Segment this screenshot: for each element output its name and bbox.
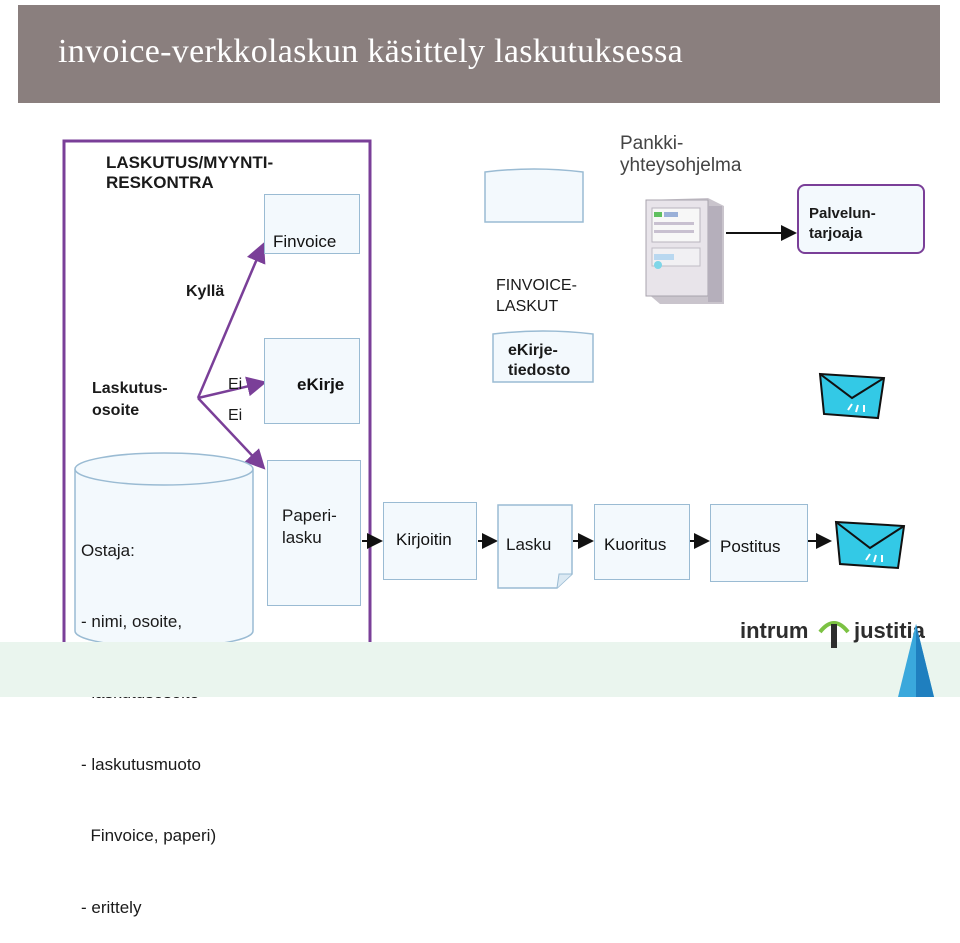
kylla-label: Kyllä bbox=[186, 283, 225, 300]
ei-arrow-ekirje bbox=[197, 376, 267, 400]
kuoritus-box: Kuoritus bbox=[594, 504, 690, 580]
connector-lines bbox=[62, 139, 832, 657]
envelope-icon-mail bbox=[834, 520, 906, 570]
ledger-title: LASKUTUS/MYYNTI- RESKONTRA bbox=[106, 153, 274, 193]
envelope-icon bbox=[818, 372, 886, 420]
ei-label-1: Ei bbox=[228, 376, 243, 393]
pankki-label: Pankki- yhteysohjelma bbox=[620, 133, 742, 176]
buyer-database-icon bbox=[74, 452, 254, 648]
title-bar: invoice-verkkolaskun käsittely laskutuks… bbox=[18, 5, 940, 103]
lasku-label: Lasku bbox=[506, 535, 552, 554]
page-title: invoice-verkkolaskun käsittely laskutuks… bbox=[58, 33, 684, 70]
finvoice-box: Finvoice bbox=[264, 194, 360, 254]
finvoice-laskut-label: FINVOICE- LASKUT bbox=[496, 277, 577, 315]
kylla-arrow bbox=[196, 242, 266, 399]
ei-arrow-paper bbox=[197, 397, 266, 470]
decorative-triangle-icon bbox=[898, 624, 934, 697]
ekirjetiedosto-label: eKirje- tiedosto bbox=[508, 342, 571, 379]
footer-band bbox=[0, 642, 960, 697]
postitus-box: Postitus bbox=[710, 504, 808, 582]
lasku-document-icon bbox=[497, 504, 573, 589]
server-icon bbox=[645, 198, 724, 304]
ekirje-file-icon bbox=[492, 330, 594, 383]
logo-mark-icon bbox=[818, 621, 850, 648]
finvoice-file-icon bbox=[484, 168, 584, 223]
laskutusosoite-label: Laskutus- osoite bbox=[92, 380, 168, 419]
provider-box: Palvelun- tarjoaja bbox=[797, 184, 925, 254]
printer-box: Kirjoitin bbox=[383, 502, 477, 580]
buyer-info: Ostaja: - nimi, osoite, - laskutusosoite… bbox=[81, 540, 217, 917]
ekirje-box: eKirje bbox=[264, 338, 360, 424]
ei-label-2: Ei bbox=[228, 407, 243, 424]
paper-invoice-box: Paperi- lasku bbox=[267, 460, 361, 606]
